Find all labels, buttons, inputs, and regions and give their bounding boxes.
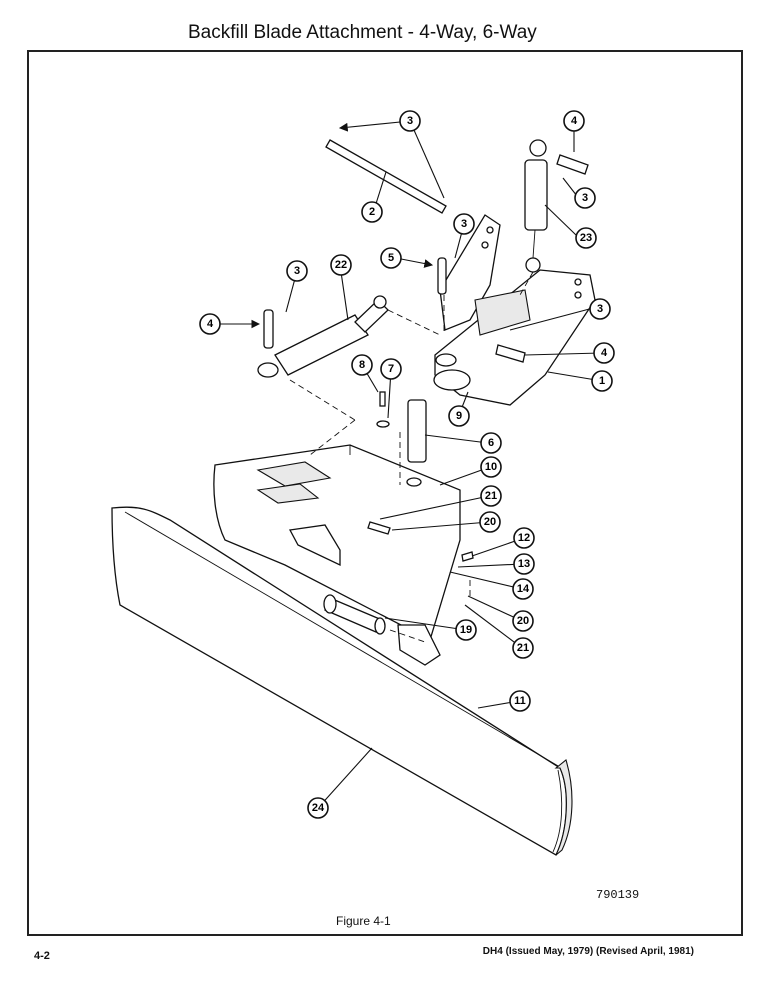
callout-9: 9 — [448, 405, 470, 427]
svg-text:23: 23 — [580, 232, 592, 244]
callout-13: 13 — [513, 553, 535, 575]
callout-3: 3 — [453, 213, 475, 235]
callout-3: 3 — [286, 260, 308, 282]
callout-19: 19 — [455, 619, 477, 641]
svg-text:3: 3 — [407, 115, 413, 127]
svg-text:24: 24 — [312, 802, 325, 814]
figure-caption: Figure 4-1 — [336, 914, 391, 928]
svg-text:13: 13 — [518, 558, 530, 570]
svg-text:4: 4 — [571, 115, 578, 127]
pins-part — [263, 154, 589, 600]
lower-cylinder-part — [323, 594, 426, 643]
callout-10: 10 — [480, 456, 502, 478]
figure-frame — [27, 50, 743, 936]
svg-text:21: 21 — [517, 642, 529, 654]
blade-part — [111, 506, 573, 856]
svg-text:3: 3 — [294, 265, 300, 277]
callout-4: 4 — [199, 313, 221, 335]
callout-14: 14 — [512, 578, 534, 600]
svg-text:5: 5 — [388, 252, 394, 264]
rod-part — [325, 139, 447, 214]
svg-text:1: 1 — [599, 375, 605, 387]
svg-text:8: 8 — [359, 359, 365, 371]
bracket-part — [433, 214, 596, 406]
svg-text:3: 3 — [461, 218, 467, 230]
svg-text:19: 19 — [460, 624, 472, 636]
left-cylinder-part — [257, 295, 441, 456]
leader-lines — [211, 120, 603, 809]
figure-number: 790139 — [596, 888, 640, 902]
svg-text:11: 11 — [514, 695, 526, 707]
svg-text:14: 14 — [517, 583, 530, 595]
callout-3: 3 — [399, 110, 421, 132]
callout-22: 22 — [330, 254, 352, 276]
doc-reference: DH4 (Issued May, 1979) (Revised April, 1… — [482, 946, 694, 957]
callout-12: 12 — [513, 527, 535, 549]
svg-text:7: 7 — [388, 363, 394, 375]
svg-text:22: 22 — [335, 259, 347, 271]
callout-1: 1 — [591, 370, 613, 392]
callout-7: 7 — [380, 358, 402, 380]
callout-2: 2 — [361, 201, 383, 223]
callout-11: 11 — [509, 690, 531, 712]
callout-4: 4 — [563, 110, 585, 132]
svg-text:4: 4 — [207, 318, 214, 330]
callout-21: 21 — [512, 637, 534, 659]
callout-8: 8 — [351, 354, 373, 376]
callout-20: 20 — [479, 511, 501, 533]
upper-cylinder-part — [519, 139, 548, 296]
svg-text:4: 4 — [601, 347, 608, 359]
callout-3: 3 — [589, 298, 611, 320]
svg-text:6: 6 — [488, 437, 494, 449]
callout-20: 20 — [512, 610, 534, 632]
svg-text:3: 3 — [597, 303, 603, 315]
svg-text:9: 9 — [456, 410, 462, 422]
svg-text:12: 12 — [518, 532, 530, 544]
callout-4: 4 — [593, 342, 615, 364]
svg-text:2: 2 — [369, 206, 375, 218]
callout-23: 23 — [575, 227, 597, 249]
page-title: Backfill Blade Attachment - 4-Way, 6-Way — [188, 22, 537, 43]
callout-24: 24 — [307, 797, 329, 819]
svg-text:3: 3 — [582, 192, 588, 204]
svg-text:20: 20 — [517, 615, 529, 627]
svg-text:20: 20 — [484, 516, 496, 528]
callout-5: 5 — [380, 247, 402, 269]
svg-text:21: 21 — [485, 490, 497, 502]
svg-text:10: 10 — [485, 461, 497, 473]
page-number: 4-2 — [34, 950, 50, 962]
callout-3: 3 — [574, 187, 596, 209]
blade-frame-part — [213, 444, 461, 666]
callout-21: 21 — [480, 485, 502, 507]
callout-6: 6 — [480, 432, 502, 454]
